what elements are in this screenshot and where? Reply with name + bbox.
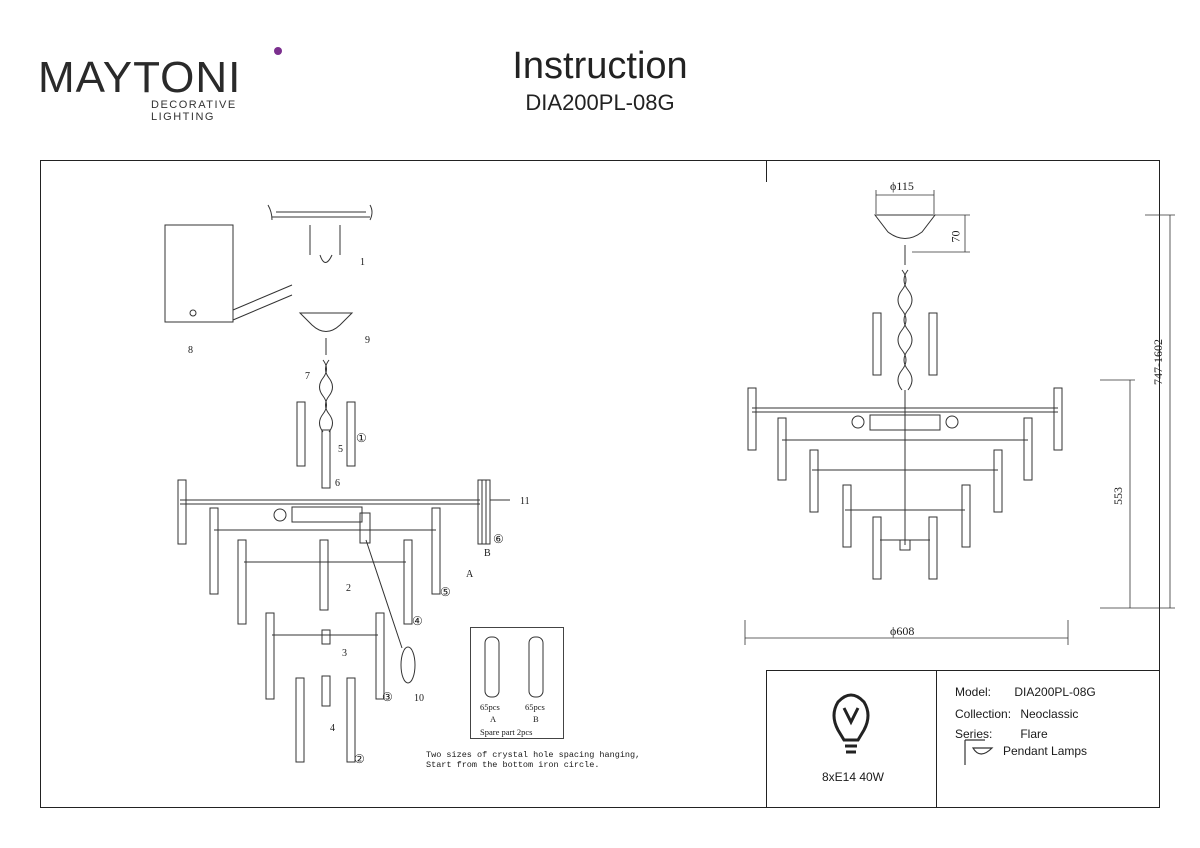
body-height-label: 553 bbox=[1111, 487, 1125, 505]
frame-divider bbox=[766, 160, 768, 182]
note-line-2: Start from the bottom iron circle. bbox=[426, 760, 600, 770]
spec-row-series: Series: Flare bbox=[955, 727, 1048, 741]
type-value: Pendant Lamps bbox=[1003, 744, 1088, 758]
canopy-diameter-label: ϕ115 bbox=[890, 179, 914, 193]
callout-9: 9 bbox=[365, 335, 370, 346]
bulb-icon bbox=[832, 693, 870, 754]
series-label: Series: bbox=[955, 727, 993, 741]
model-subtitle: DIA200PL-08G bbox=[525, 90, 675, 115]
letter-a: A bbox=[466, 569, 474, 580]
spec-row-collection: Collection: Neoclassic bbox=[955, 707, 1078, 721]
callout-1: 1 bbox=[360, 257, 365, 268]
callout-11: 11 bbox=[520, 496, 530, 507]
spare-b-label: B bbox=[533, 714, 539, 724]
callout-10: 10 bbox=[414, 693, 424, 704]
circled-3: ③ bbox=[382, 690, 393, 704]
circled-5: ⑤ bbox=[440, 585, 451, 599]
callout-6: 6 bbox=[335, 478, 340, 489]
callout-5: 5 bbox=[338, 444, 343, 455]
circled-4: ④ bbox=[412, 614, 423, 628]
callout-4: 4 bbox=[330, 723, 335, 734]
collection-value: Neoclassic bbox=[1020, 707, 1079, 721]
spare-caption: Spare part 2pcs bbox=[480, 727, 533, 737]
note-line-1: Two sizes of crystal hole spacing hangin… bbox=[426, 750, 641, 760]
spec-table-divider bbox=[936, 670, 938, 808]
drawing-frame bbox=[40, 160, 1160, 808]
spec-table bbox=[766, 670, 1160, 808]
page-title: Instruction bbox=[512, 45, 688, 87]
diameter-label: ϕ608 bbox=[890, 624, 915, 638]
spec-row-model: Model: DIA200PL-08G bbox=[955, 685, 1096, 699]
callout-2: 2 bbox=[346, 583, 351, 594]
spare-b-count: 65pcs bbox=[525, 702, 545, 712]
dimension-lamp-drawing bbox=[747, 214, 1063, 580]
spare-a-count: 65pcs bbox=[480, 702, 500, 712]
pendant-lamp-icon bbox=[964, 739, 994, 765]
exploded-lamp-drawing bbox=[164, 204, 544, 763]
model-value: DIA200PL-08G bbox=[1014, 685, 1096, 699]
circled-2: ② bbox=[354, 752, 365, 766]
circled-1: ① bbox=[356, 431, 367, 445]
brand-name: MAYTONI bbox=[38, 53, 242, 102]
assembly-note: Two sizes of crystal hole spacing hangin… bbox=[426, 750, 640, 770]
model-label: Model: bbox=[955, 685, 992, 699]
brand-tagline: DECORATIVE LIGHTING bbox=[151, 99, 237, 123]
callout-8: 8 bbox=[188, 345, 193, 356]
callout-3: 3 bbox=[342, 648, 347, 659]
spare-parts-box bbox=[470, 627, 564, 739]
callout-7: 7 bbox=[305, 371, 310, 382]
series-value: Flare bbox=[1020, 727, 1048, 741]
letter-b: B bbox=[484, 548, 491, 559]
circled-6: ⑥ bbox=[493, 532, 504, 546]
total-height-label: 747-1602 bbox=[1151, 339, 1165, 385]
spare-a-label: A bbox=[490, 714, 497, 724]
power-rating: 8xE14 40W bbox=[821, 770, 885, 784]
brand-dot-icon bbox=[274, 47, 282, 55]
brand-logo: MAYTONI DECORATIVE LIGHTING bbox=[38, 52, 288, 123]
spec-row-type: Pendant Lamps bbox=[1003, 744, 1087, 758]
canopy-height-label: 70 bbox=[948, 230, 963, 243]
collection-label: Collection: bbox=[955, 707, 1012, 721]
